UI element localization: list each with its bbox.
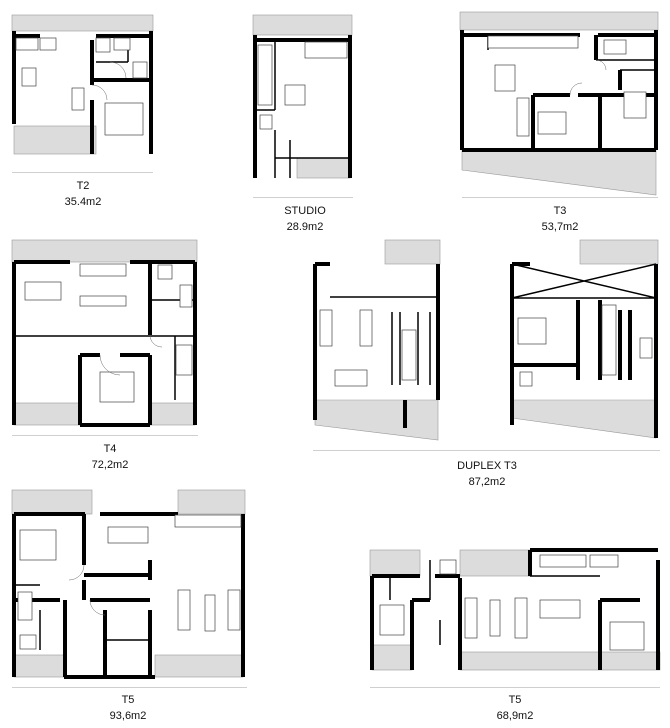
plan-t5-small [369,548,661,671]
plan-area-label: 35.4m2 [64,196,102,208]
plan-caption-studio: STUDIO 28.9m2 [284,203,326,235]
plan-studio [252,14,353,179]
divider-t2 [12,172,153,173]
divider-t5-large [12,687,247,688]
plan-type-label: DUPLEX T3 [457,460,517,472]
plan-duplex-t3-level-2 [510,239,659,439]
divider-studio [253,197,353,198]
divider-t3 [462,197,658,198]
plan-caption-t2: T2 35.4m2 [65,178,102,210]
plan-caption-t5-large: T5 93,6m2 [110,692,147,724]
divider-t5-small [370,687,660,688]
plan-duplex-t3-level-1 [313,239,441,441]
plan-caption-t3: T3 53,7m2 [542,203,579,235]
plan-type-label: T3 [553,205,567,217]
plan-type-label: T2 [76,180,90,192]
plan-area-label: 87,2m2 [468,476,506,488]
plan-t2 [11,14,154,155]
plan-area-label: 28.9m2 [286,221,324,233]
plan-caption-t4: T4 72,2m2 [92,441,129,473]
plan-area-label: 68,9m2 [496,710,534,722]
plan-t4 [11,239,198,427]
divider-duplex [313,450,660,451]
plan-area-label: 93,6m2 [109,710,147,722]
plan-area-label: 53,7m2 [541,221,579,233]
plan-type-label: T5 [508,694,522,706]
plan-type-label: STUDIO [284,205,326,217]
plan-type-label: T4 [103,443,117,455]
plan-area-label: 72,2m2 [91,459,129,471]
plan-caption-t5-small: T5 68,9m2 [497,692,534,724]
plan-type-label: T5 [121,694,135,706]
divider-t4 [12,435,198,436]
plan-t3 [459,11,659,196]
plan-caption-duplex-t3: DUPLEX T3 87,2m2 [457,458,517,490]
plan-t5-large [11,489,246,679]
